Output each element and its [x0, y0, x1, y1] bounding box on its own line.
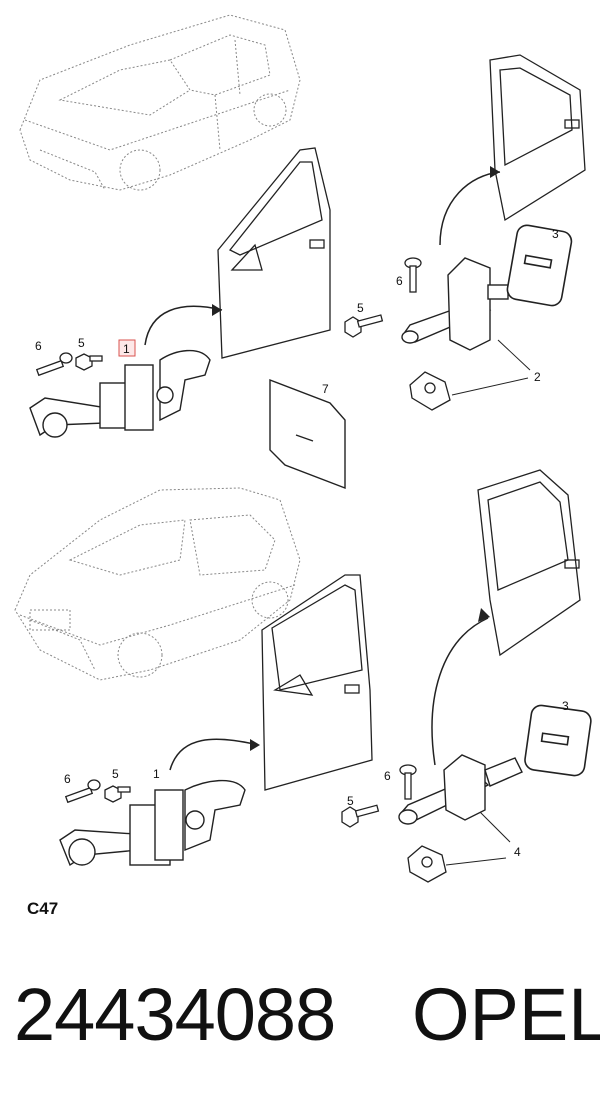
callout-7: 7 — [322, 382, 329, 396]
mpv-car-illustration — [14, 487, 301, 681]
sedan-car-illustration — [19, 14, 301, 191]
pad-3-bottom — [524, 704, 592, 777]
screw-6-top-left — [35, 352, 73, 377]
callout-6-bottom-right: 6 — [384, 769, 391, 783]
callout-2-top: 2 — [534, 370, 541, 384]
callout-1-bottom: 1 — [153, 767, 160, 781]
screw-6-top-right — [404, 257, 422, 293]
arrow-to-front-door — [144, 305, 223, 346]
callout-5-bottom-left: 5 — [112, 767, 119, 781]
callout-1-highlight — [118, 339, 136, 357]
bracket-top — [409, 371, 451, 411]
callout-6-bottom-left: 6 — [64, 772, 71, 786]
screw-6-bottom-right — [399, 764, 417, 800]
nut-5-bottom-left — [104, 785, 131, 803]
part-number: 24434088 — [14, 973, 336, 1056]
arrowhead-rear-bottom — [478, 608, 490, 622]
rear-door-illustration — [489, 54, 586, 222]
callout-4-bottom: 4 — [514, 845, 521, 859]
arrowhead-front — [212, 304, 222, 316]
callout-3-bottom: 3 — [562, 699, 569, 713]
nut-5-top-right — [344, 314, 384, 338]
callout-6-top-right: 6 — [396, 274, 403, 288]
arrowhead-rear — [490, 166, 500, 178]
nut-5-bottom-right — [341, 804, 380, 828]
callout-6-top-left: 6 — [35, 339, 42, 353]
callout-5-top-left: 5 — [78, 336, 85, 350]
callout-5-top-right: 5 — [357, 301, 364, 315]
screw-6-bottom-left — [64, 779, 101, 804]
front-door-check-strap-top — [29, 349, 211, 438]
nut-5-top-left — [75, 353, 103, 371]
arrow-to-front-door-bottom — [169, 738, 259, 771]
arrow-to-rear-door-bottom — [431, 617, 489, 766]
front-door-illustration — [217, 147, 331, 359]
front-door-check-strap-bottom — [59, 779, 246, 867]
front-door-illustration-bottom — [261, 574, 373, 791]
rear-door-check-strap-bottom — [398, 754, 523, 825]
pad-3-top — [506, 224, 573, 307]
callout-5-bottom-right: 5 — [347, 794, 354, 808]
diagram-code: C47 — [27, 899, 59, 918]
pad-7 — [269, 378, 346, 490]
rear-door-check-strap-top — [401, 257, 509, 351]
bracket-bottom — [407, 845, 447, 883]
callout-3-top: 3 — [552, 227, 559, 241]
brand-name: OPEL — [412, 973, 600, 1056]
arrowhead-front-bottom — [250, 739, 260, 751]
arrow-to-rear-door — [439, 171, 501, 246]
rear-door-illustration-bottom — [477, 469, 581, 657]
callout-1-top: 1 — [123, 342, 130, 356]
